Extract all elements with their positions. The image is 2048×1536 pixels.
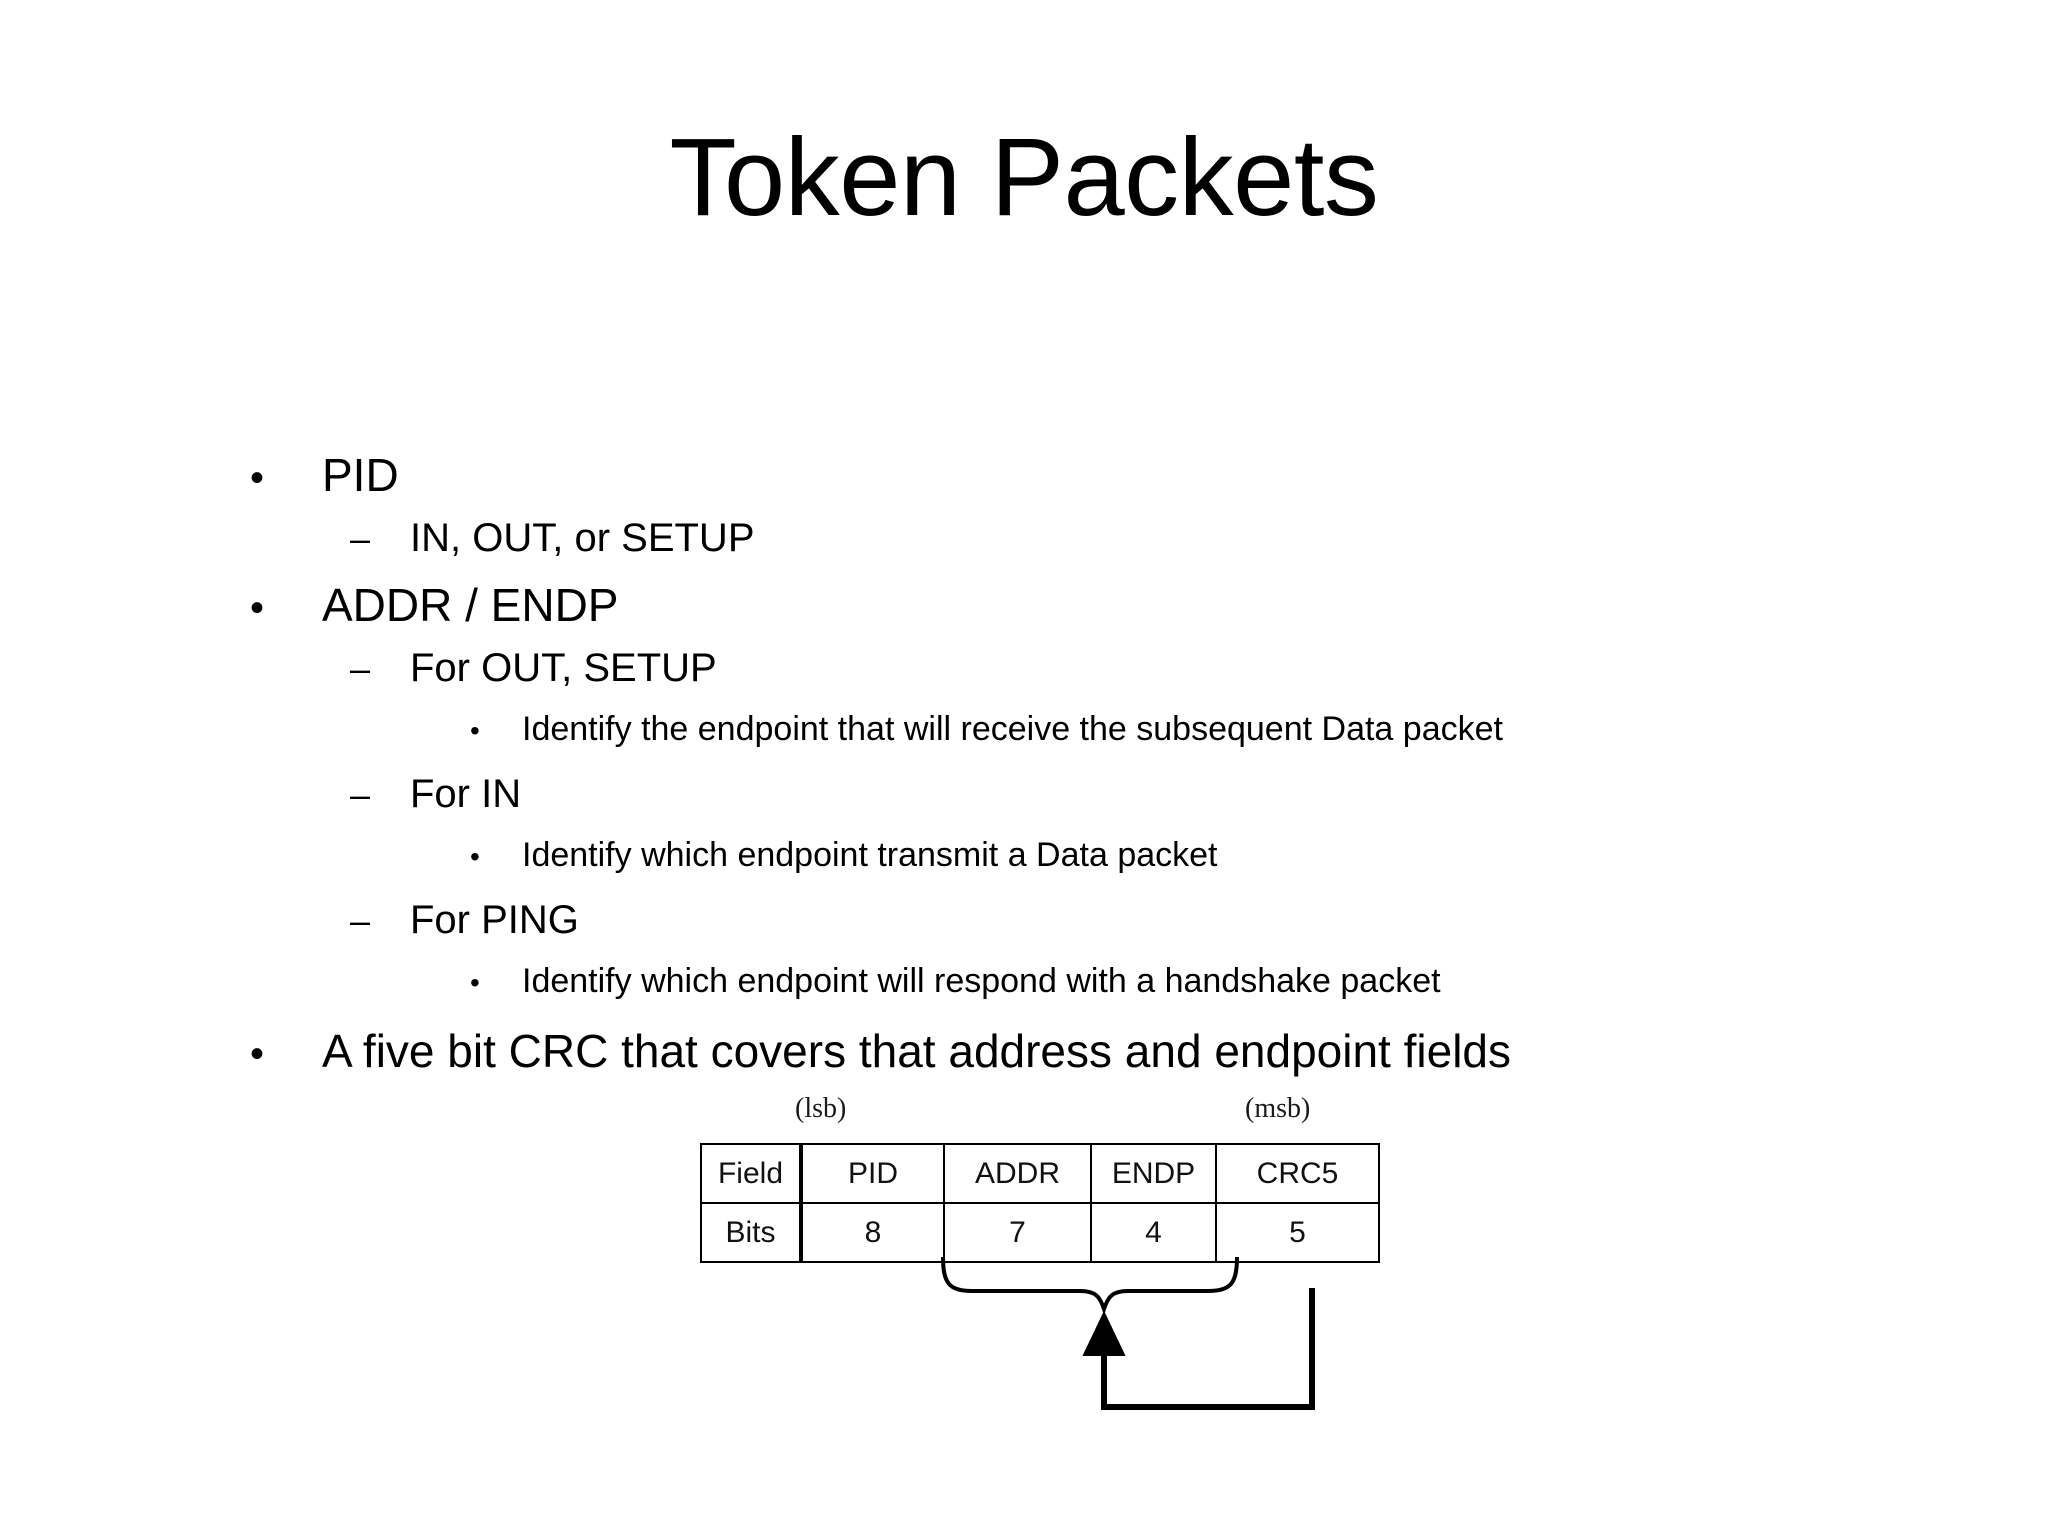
crc-connector-line — [1101, 1288, 1315, 1410]
cell-bits-endp: 4 — [1090, 1202, 1217, 1263]
list-item: • Identify which endpoint will respond w… — [470, 964, 1850, 1026]
lsb-label: (lsb) — [795, 1093, 847, 1124]
cell-field-addr: ADDR — [943, 1143, 1092, 1204]
table-row: Bits 8 7 4 5 — [700, 1202, 1380, 1263]
packet-format-figure: (lsb) (msb) Field PID ADDR ENDP CRC5 Bit… — [700, 1095, 1400, 1455]
list-item: – For PING — [350, 900, 1850, 964]
cell-field-pid: PID — [800, 1143, 945, 1204]
list-item: – IN, OUT, or SETUP — [350, 518, 1850, 582]
bullet-marker: • — [470, 967, 480, 998]
msb-label: (msb) — [1245, 1093, 1311, 1124]
list-item: – For IN — [350, 774, 1850, 838]
cell-bits-addr: 7 — [943, 1202, 1092, 1263]
list-item: • A five bit CRC that covers that addres… — [250, 1028, 1850, 1094]
bullet-marker: • — [470, 715, 480, 746]
bullet-text: For PING — [410, 898, 579, 942]
list-item: • Identify which endpoint transmit a Dat… — [470, 838, 1850, 900]
bullet-text: IN, OUT, or SETUP — [410, 516, 755, 560]
bullet-text: For OUT, SETUP — [410, 646, 717, 690]
cell-field-endp: ENDP — [1090, 1143, 1217, 1204]
bullet-text: PID — [322, 449, 399, 501]
cell-bits-pid: 8 — [800, 1202, 945, 1263]
list-item: – For OUT, SETUP — [350, 648, 1850, 712]
bullet-text: Identify the endpoint that will receive … — [522, 710, 1503, 748]
bullet-text: Identify which endpoint transmit a Data … — [522, 836, 1218, 874]
page-title: Token Packets — [669, 116, 1379, 239]
bullet-text: Identify which endpoint will respond wit… — [522, 962, 1441, 1000]
crc-coverage-annotation — [700, 1257, 1400, 1457]
list-item: • Identify the endpoint that will receiv… — [470, 712, 1850, 774]
bullet-marker: • — [250, 1032, 265, 1076]
bullet-marker: • — [250, 586, 265, 630]
bullet-text: ADDR / ENDP — [322, 579, 619, 631]
cell-field-crc5: CRC5 — [1215, 1143, 1380, 1204]
bullet-marker: – — [350, 648, 371, 689]
bullet-text: A five bit CRC that covers that address … — [322, 1025, 1511, 1077]
row-header-bits: Bits — [700, 1202, 803, 1263]
table-row: Field PID ADDR ENDP CRC5 — [700, 1143, 1380, 1204]
bullet-marker: – — [350, 900, 371, 941]
bullet-marker: • — [250, 456, 265, 500]
bullet-marker: – — [350, 774, 371, 815]
arrow-head-icon — [1082, 1310, 1126, 1356]
bullet-text: For IN — [410, 772, 522, 816]
row-header-field: Field — [700, 1143, 803, 1204]
bullet-list: • PID – IN, OUT, or SETUP • ADDR / ENDP … — [250, 452, 1850, 1094]
list-item: • PID — [250, 452, 1850, 518]
packet-field-table: Field PID ADDR ENDP CRC5 Bits 8 7 4 5 — [700, 1143, 1380, 1263]
cell-bits-crc5: 5 — [1215, 1202, 1380, 1263]
list-item: • ADDR / ENDP — [250, 582, 1850, 648]
brace-path — [941, 1257, 1239, 1316]
bullet-marker: • — [470, 841, 480, 872]
bullet-marker: – — [350, 518, 371, 559]
